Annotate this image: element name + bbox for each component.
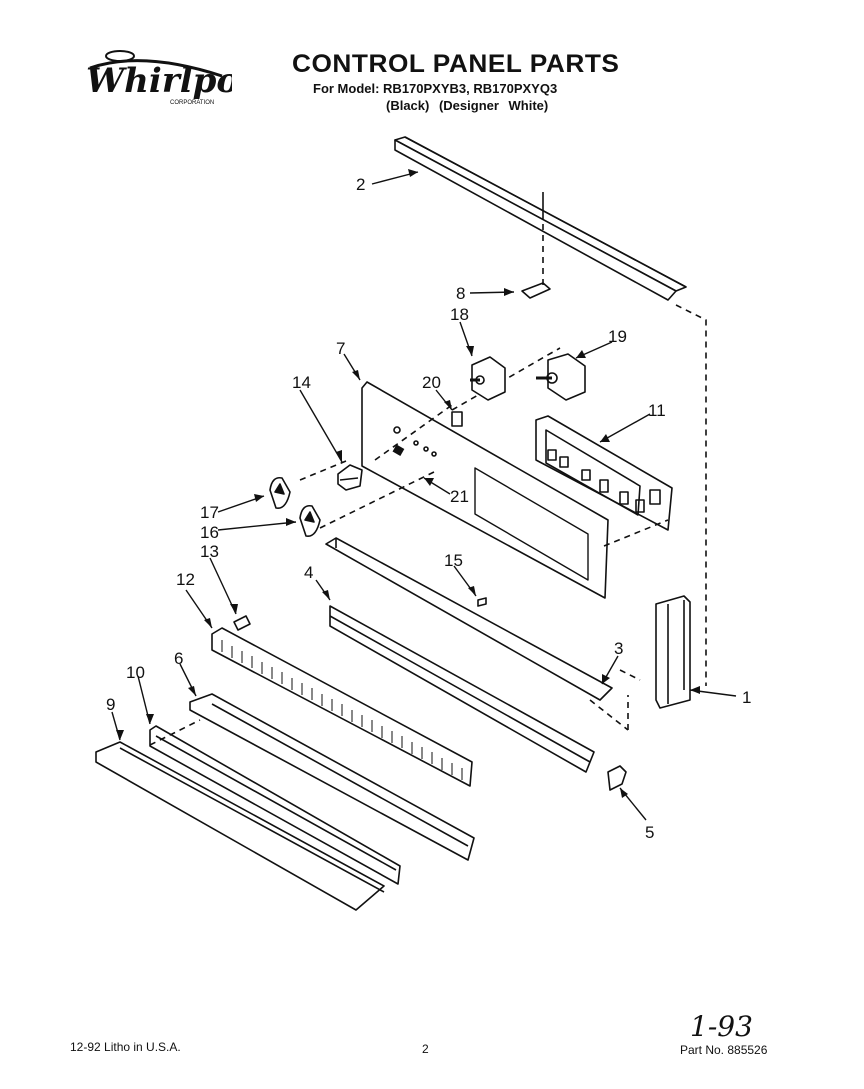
part-1-side-bracket (655, 595, 691, 709)
callout-1: 1 (742, 688, 751, 707)
callout-5: 5 (645, 823, 654, 842)
model-variants: (Black) (Designer White) (386, 98, 549, 113)
part-17-knob (269, 476, 291, 509)
callout-15: 15 (444, 551, 463, 570)
handwritten-note: 1-93 (690, 1010, 753, 1043)
leader-lines (111, 171, 737, 821)
part-6-rail (189, 693, 475, 861)
part-11-control-board (535, 415, 673, 531)
callout-labels: 1 2 3 4 5 6 7 8 9 10 11 12 13 14 15 16 1… (106, 175, 751, 842)
brand-sub: CORPORATION (170, 100, 214, 106)
part-5-bracket (607, 765, 627, 791)
page-title: CONTROL PANEL PARTS (292, 50, 620, 78)
callout-21: 21 (450, 487, 469, 506)
whirlpool-logo: Whirlpool CORPORATION (86, 50, 232, 106)
part-10-bracket-strip (149, 725, 401, 885)
callout-9: 9 (106, 695, 115, 714)
callout-18: 18 (450, 305, 469, 324)
callout-8: 8 (456, 284, 465, 303)
model-line: For Model: RB170PXYB3, RB170PXYQ3 (313, 81, 558, 96)
callout-7: 7 (336, 339, 345, 358)
callout-4: 4 (304, 563, 313, 582)
footer-page-number: 2 (422, 1042, 429, 1056)
callout-3: 3 (614, 639, 623, 658)
part-8-clip (521, 282, 551, 299)
part-16-knob (299, 504, 321, 537)
part-4-lower-trim (325, 537, 613, 773)
part-12-vent-grille (211, 627, 473, 787)
brand-name: Whirlpool (86, 61, 232, 101)
part-18-switch (470, 356, 506, 401)
callout-19: 19 (608, 327, 627, 346)
callout-16: 16 (200, 523, 219, 542)
callout-10: 10 (126, 663, 145, 682)
leader-arrowheads (116, 169, 700, 798)
part-7-control-panel (361, 381, 609, 599)
callout-20: 20 (422, 373, 441, 392)
callout-14: 14 (292, 373, 311, 392)
part-2-top-trim (394, 136, 687, 301)
part-13-clip (233, 615, 251, 631)
callout-17: 17 (200, 503, 219, 522)
footer-date-litho: 12-92 Litho in U.S.A. (70, 1040, 181, 1054)
part-9-bottom-trim (95, 741, 385, 911)
part-14-knob (337, 464, 363, 491)
callout-12: 12 (176, 570, 195, 589)
footer-part-number: Part No. 885526 (680, 1043, 768, 1057)
callout-6: 6 (174, 649, 183, 668)
callout-2: 2 (356, 175, 365, 194)
part-15-clip (477, 597, 487, 607)
part-19-switch (536, 353, 586, 401)
callout-11: 11 (648, 401, 666, 420)
callout-13: 13 (200, 542, 219, 561)
